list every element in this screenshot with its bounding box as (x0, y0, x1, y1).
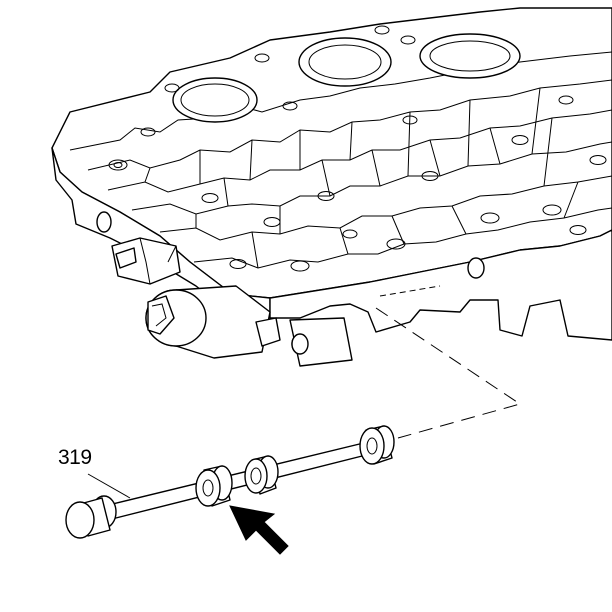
valve-body-side-face (269, 229, 612, 341)
side-bore-3 (467, 257, 485, 279)
valve-spool (65, 425, 395, 539)
part-number-callout: 319 (58, 446, 92, 469)
bore-large-3 (419, 33, 521, 79)
bore-large-1 (172, 77, 258, 123)
arrow-icon (229, 505, 289, 555)
spool-land-4 (359, 427, 385, 465)
spool-land-3 (244, 458, 268, 494)
solenoid-assembly (111, 237, 353, 367)
leader-dashed (375, 307, 522, 439)
bore-large-2 (298, 37, 392, 87)
valve-body (51, 7, 612, 355)
callout-leader-319 (87, 473, 131, 499)
bolt-holes (108, 25, 607, 272)
spool-land-2 (195, 469, 221, 507)
side-bore-1 (96, 211, 112, 233)
spool-end-land (65, 501, 95, 539)
